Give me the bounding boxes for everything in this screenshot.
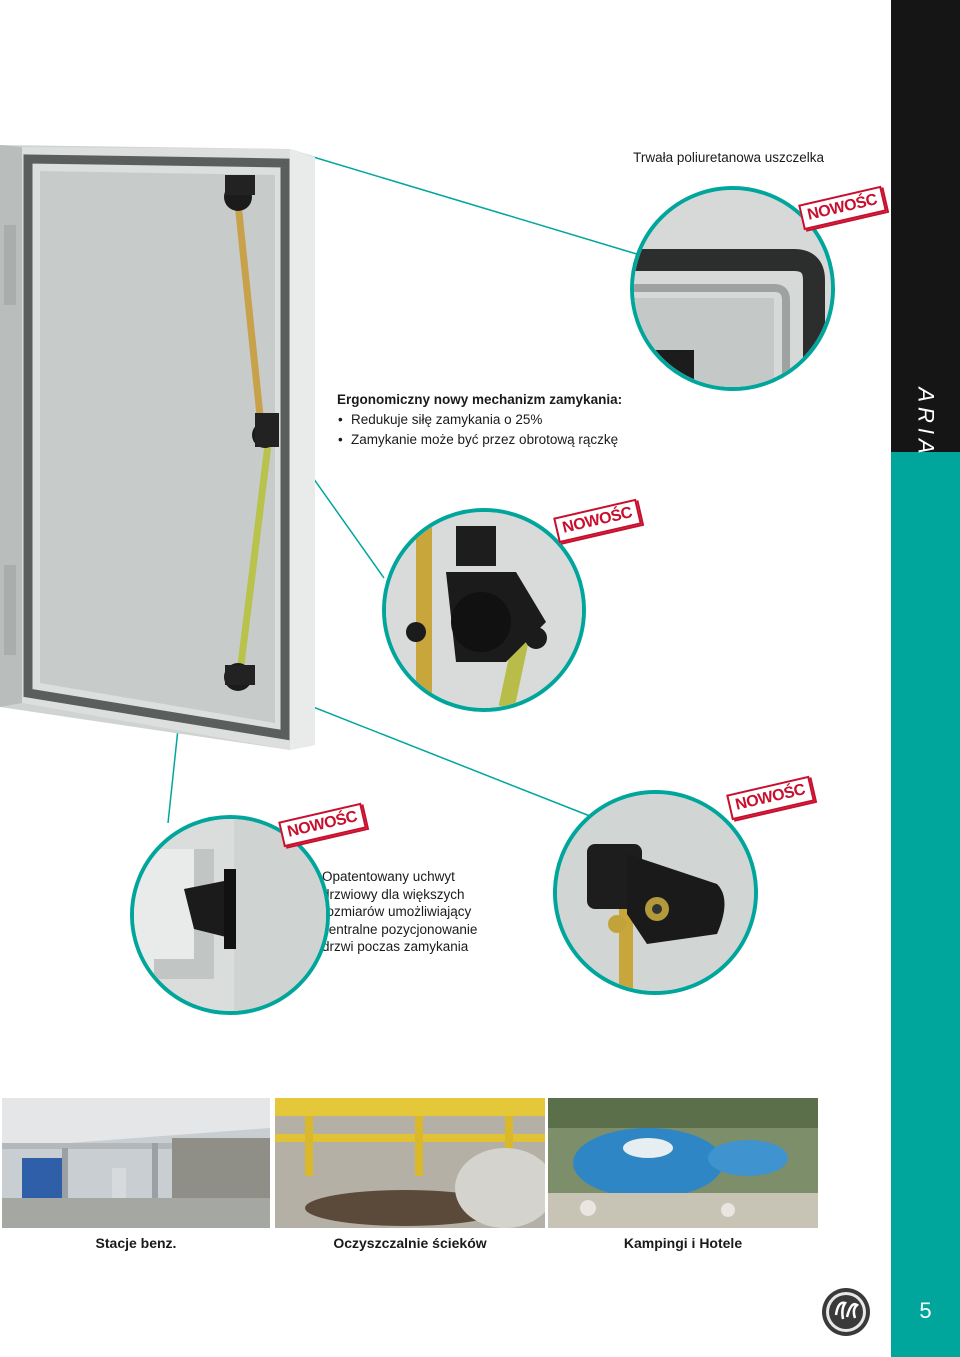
page-number: 5 <box>919 1298 932 1323</box>
photo-gas-station <box>2 1098 270 1228</box>
caption-treatment-plant: Oczyszczalnie ścieków <box>333 1235 487 1251</box>
sidebar-teal-band <box>891 452 960 1357</box>
mechanism-detail-circle <box>382 508 586 712</box>
lock-detail-image <box>557 794 754 991</box>
handle-description: Opatentowany uchwyt drzwiowy dla większy… <box>322 869 478 954</box>
lock-detail-circle <box>553 790 758 995</box>
caption-camping-hotel: Kampingi i Hotele <box>623 1235 743 1251</box>
mechanism-title: Ergonomiczny nowy mechanizm zamykania: <box>337 392 623 407</box>
ge-logo <box>822 1288 870 1336</box>
gas-station-image <box>2 1098 270 1228</box>
handle-detail-image <box>134 819 326 1011</box>
mechanism-bullets: Redukuje siłę zamykania o 25% Zamykanie … <box>337 410 697 450</box>
mechanism-bullet: Zamykanie może być przez obrotową rączkę <box>337 430 697 450</box>
handle-detail-circle <box>130 815 330 1015</box>
sidebar-dark-band <box>891 0 960 452</box>
gasket-caption: Trwała poliuretanowa uszczelka <box>633 150 824 165</box>
treatment-plant-image <box>275 1098 545 1228</box>
mechanism-block: Ergonomiczny nowy mechanizm zamykania: R… <box>337 390 697 450</box>
gasket-detail-circle <box>630 186 835 391</box>
photo-treatment-plant <box>275 1098 545 1228</box>
camping-hotel-image <box>548 1098 818 1228</box>
photo-camping-hotel <box>548 1098 818 1228</box>
mechanism-detail-image <box>386 512 582 708</box>
cabinet-door-image <box>0 145 315 750</box>
caption-gas-station: Stacje benz. <box>95 1235 177 1251</box>
mechanism-bullet: Redukuje siłę zamykania o 25% <box>337 410 697 430</box>
